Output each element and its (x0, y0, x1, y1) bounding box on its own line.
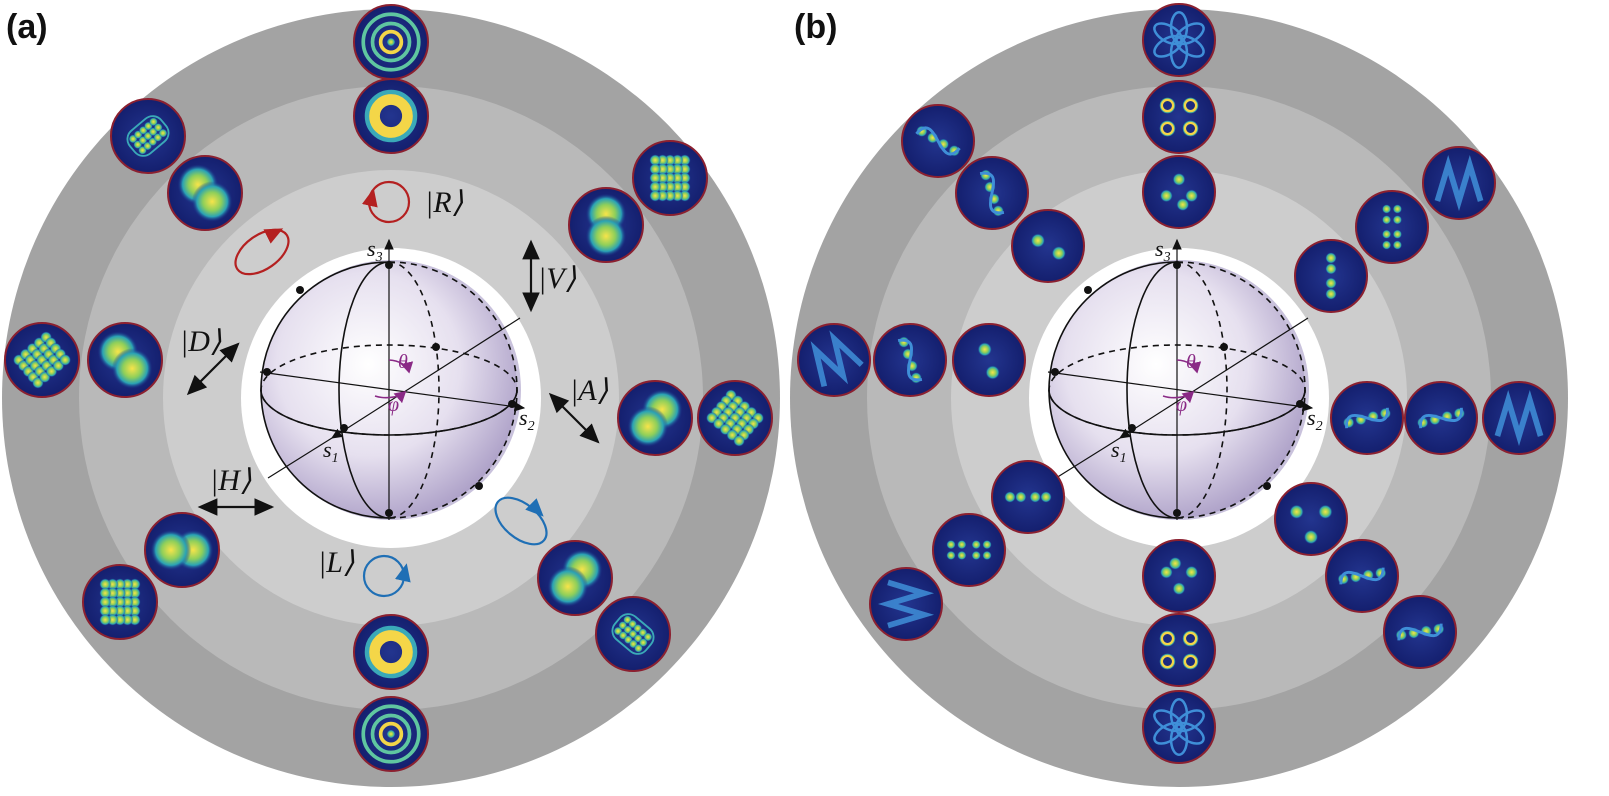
theta-label: θ (398, 351, 408, 373)
lattice-grid-icon (697, 380, 773, 456)
flower-pattern-icon (1142, 690, 1216, 764)
ket-h-label: |H⟩ (210, 464, 252, 497)
spot-grid-icon (932, 513, 1006, 587)
poincare-sphere: θ φ s3 s2 s1 (1047, 236, 1323, 520)
chain-pattern-icon (1404, 381, 1478, 455)
concentric-rings-icon (353, 4, 429, 80)
two-lobe-icon (87, 322, 163, 398)
chain-pattern-icon (1330, 381, 1404, 455)
spot-grid-icon (1355, 190, 1429, 264)
chain-pattern-icon (873, 323, 947, 397)
zigzag-pattern-icon (797, 323, 871, 397)
four-donuts-icon (1142, 613, 1216, 687)
panel-b-label: (b) (794, 8, 837, 46)
ket-a-label: |A⟩ (570, 374, 609, 407)
ket-d-label: |D⟩ (180, 325, 222, 358)
ket-l-label: |L⟩ (318, 546, 355, 579)
two-lobe-icon (537, 540, 613, 616)
two-lobe-icon (568, 187, 644, 263)
panel-b: θ φ s3 s2 s1 (b) (790, 3, 1568, 787)
two-lobe-icon (167, 155, 243, 231)
two-spots-icon (1011, 209, 1085, 283)
axis-s2-label: s2 (519, 405, 535, 434)
panel-a-label: (a) (6, 8, 48, 46)
diagonal-polarization-icon (186, 342, 240, 396)
donut-icon (353, 78, 429, 154)
chain-pattern-icon (1383, 595, 1457, 669)
donut-icon (353, 614, 429, 690)
four-spots-icon (1142, 155, 1216, 229)
three-spots-icon (1274, 482, 1348, 556)
phi-label: φ (1176, 394, 1187, 416)
zigzag-pattern-icon (1482, 381, 1556, 455)
spot-row-icon (1294, 239, 1368, 313)
two-lobe-icon (144, 512, 220, 588)
mode-thumbnails-b (797, 3, 1556, 764)
zigzag-pattern-icon (869, 567, 943, 641)
concentric-rings-icon (353, 696, 429, 772)
two-lobe-icon (617, 380, 693, 456)
right-elliptical-polarization-icon (234, 228, 290, 276)
four-donuts-icon (1142, 80, 1216, 154)
lattice-grid-icon (82, 564, 158, 640)
four-spots-icon (1142, 539, 1216, 613)
lattice-grid-icon (4, 322, 80, 398)
poincare-sphere: θ φ s3 s2 s1 (259, 236, 535, 520)
ket-v-label: |V⟩ (538, 262, 577, 295)
phi-label: φ (388, 394, 399, 416)
axis-s3-label: s3 (1155, 236, 1171, 265)
ket-r-label: |R⟩ (425, 186, 464, 219)
chain-pattern-icon (955, 156, 1029, 230)
mode-thumbnails-a (4, 4, 773, 772)
panel-a: θ φ s3 s2 s1 |R⟩ |L⟩ |H⟩ |V⟩ |D⟩ |A⟩ (a) (2, 4, 780, 787)
chain-pattern-icon (1325, 539, 1399, 613)
lattice-grid-icon (632, 140, 708, 216)
antidiagonal-polarization-icon (548, 392, 600, 444)
axis-s1-label: s1 (1111, 437, 1127, 466)
spot-row-icon (991, 460, 1065, 534)
axis-s2-label: s2 (1307, 405, 1323, 434)
two-spots-icon (952, 323, 1026, 397)
lattice-small-icon (110, 98, 186, 174)
chain-pattern-icon (901, 104, 975, 178)
axis-s1-label: s1 (323, 437, 339, 466)
axis-s3-label: s3 (367, 236, 383, 265)
zigzag-pattern-icon (1422, 146, 1496, 220)
theta-label: θ (1186, 351, 1196, 373)
flower-pattern-icon (1142, 3, 1216, 77)
lattice-small-icon (595, 596, 671, 672)
